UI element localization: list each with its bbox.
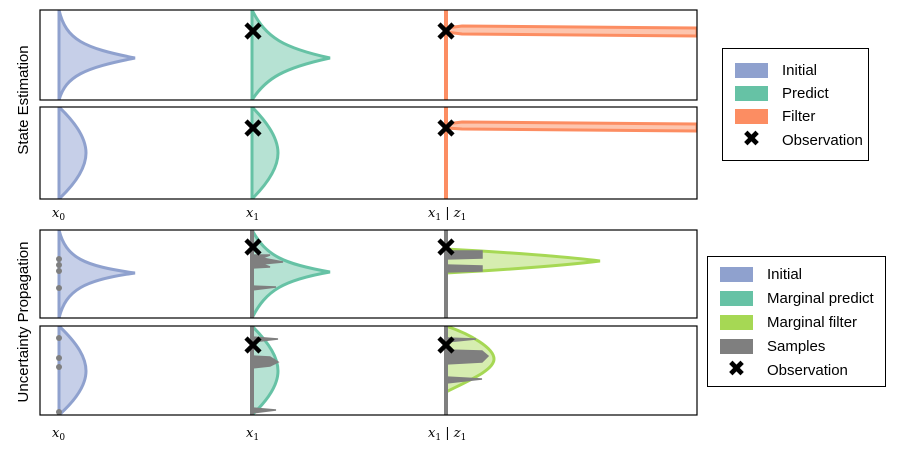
legend-item-observation: ✖ Observation xyxy=(708,359,848,381)
filter-density xyxy=(444,120,697,133)
legend-item-marginal-predict: Marginal predict xyxy=(708,287,874,309)
ylabel-uncertainty-propagation: Uncertainty Propagation xyxy=(15,242,32,403)
observation-marker xyxy=(244,238,262,256)
sample-point xyxy=(56,364,62,370)
tick-x1z1-top: x1 | z1 xyxy=(428,206,466,223)
sample-point xyxy=(56,285,62,291)
marginal-predict-density xyxy=(250,230,331,318)
initial-density xyxy=(57,326,88,415)
observation-marker xyxy=(437,336,455,354)
legend-label: Initial xyxy=(782,61,818,79)
predict-density xyxy=(250,10,331,100)
sample-point xyxy=(56,355,62,361)
legend-label: Filter xyxy=(782,107,816,125)
x-mark-icon: ✖ xyxy=(742,127,761,152)
observation-marker xyxy=(244,336,262,354)
initial-swatch xyxy=(720,266,753,282)
marginal-filter-density xyxy=(444,247,601,275)
initial-density xyxy=(57,10,136,100)
filter-density xyxy=(444,24,697,38)
samples-swatch xyxy=(720,338,753,354)
legend-item-initial: Initial xyxy=(708,263,802,285)
panel-uncertainty-2 xyxy=(39,325,698,416)
observation-marker xyxy=(244,22,262,40)
legend-item-observation: ✖ Observation xyxy=(723,129,863,151)
observation-marker xyxy=(437,119,455,137)
legend-label: Initial xyxy=(767,265,803,283)
legend-uncertainty-propagation: Initial Marginal predict Marginal filter… xyxy=(707,256,886,387)
sample-point xyxy=(56,335,62,341)
legend-item-samples: Samples xyxy=(708,335,825,357)
initial-density xyxy=(57,107,88,199)
legend-label: Samples xyxy=(767,337,826,355)
initial-density xyxy=(57,230,136,318)
legend-item-marginal-filter: Marginal filter xyxy=(708,311,857,333)
legend-label: Predict xyxy=(782,84,829,102)
observation-marker xyxy=(437,238,455,256)
marginal-filter-swatch xyxy=(720,314,753,330)
ylabel-state-estimation: State Estimation xyxy=(15,45,32,154)
x-mark-icon: ✖ xyxy=(727,357,746,382)
filter-swatch xyxy=(735,108,768,124)
sample-point xyxy=(56,256,62,262)
panel-state-1 xyxy=(39,9,698,101)
sample-point xyxy=(56,409,62,415)
tick-x0-top: x0 xyxy=(52,206,65,223)
observation-marker xyxy=(244,119,262,137)
legend-label: Observation xyxy=(767,361,848,379)
tick-x1-bottom: x1 xyxy=(246,426,259,443)
legend-item-filter: Filter xyxy=(723,105,815,127)
predict-swatch xyxy=(735,85,768,101)
panel-frame xyxy=(39,229,698,319)
legend-label: Marginal filter xyxy=(767,313,858,331)
legend-label: Observation xyxy=(782,131,863,149)
predict-density xyxy=(250,107,280,199)
legend-state-estimation: Initial Predict Filter ✖ Observation xyxy=(722,48,869,161)
initial-swatch xyxy=(735,62,768,78)
panel-frame xyxy=(39,325,698,416)
marginal-predict-swatch xyxy=(720,290,753,306)
tick-x0-bottom: x0 xyxy=(52,426,65,443)
legend-item-initial: Initial xyxy=(723,59,817,81)
legend-label: Marginal predict xyxy=(767,289,874,307)
sample-point xyxy=(56,262,62,268)
panel-frame xyxy=(39,9,698,101)
panel-state-2 xyxy=(39,106,698,200)
observation-marker xyxy=(437,22,455,40)
tick-x1z1-bottom: x1 | z1 xyxy=(428,426,466,443)
sample-point xyxy=(56,268,62,274)
tick-x1-top: x1 xyxy=(246,206,259,223)
panel-uncertainty-1 xyxy=(39,229,698,319)
legend-item-predict: Predict xyxy=(723,82,829,104)
panel-frame xyxy=(39,106,698,200)
